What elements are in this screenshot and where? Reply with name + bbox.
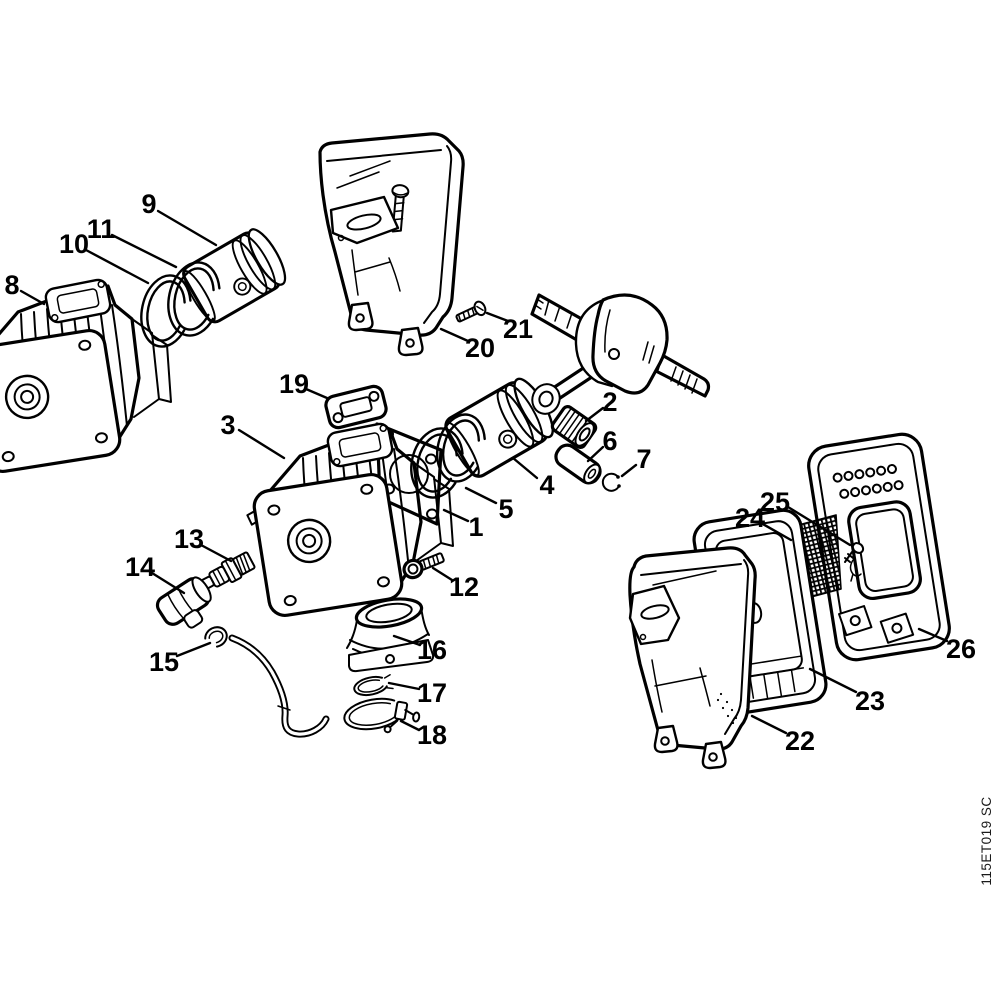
leader-line-26 [917,627,949,643]
leader-line-8 [19,289,46,306]
leader-line-7 [620,463,638,478]
callout-11: 11 [87,214,116,244]
leader-line-2 [584,406,605,423]
leader-line-20 [439,327,470,343]
callout-18: 18 [417,720,447,750]
leader-line-21 [485,311,510,323]
callout-12: 12 [449,572,479,602]
part-clamp-17 [353,674,394,697]
part-circlip-7 [601,472,621,492]
leader-line-5 [464,486,498,505]
callout-15: 15 [149,647,179,677]
part-screw-21 [455,300,487,323]
leader-line-11 [110,233,178,269]
leader-line-18 [399,719,421,732]
callout-13: 13 [174,524,204,554]
leader-line-19 [304,387,329,400]
part-hose-clamp-18 [343,697,421,734]
callout-6: 6 [602,426,617,456]
leader-line-14 [150,571,186,595]
callout-21: 21 [503,314,533,344]
callout-1: 1 [468,512,483,542]
part-piston-9 [176,223,294,328]
leader-line-17 [387,681,421,691]
callout-3: 3 [220,410,235,440]
callout-5: 5 [498,494,513,524]
part-crankshaft-assembly [530,293,711,415]
leader-line-23 [808,667,858,694]
part-screw-25 [844,542,865,582]
part-clip-15 [204,626,228,648]
part-rings-5 [410,413,486,499]
callout-26: 26 [946,634,976,664]
part-ring-10 [140,274,192,348]
part-bearing-2 [550,404,598,450]
callout-25: 25 [760,487,790,517]
callout-8: 8 [4,270,19,300]
callout-24: 24 [735,503,765,533]
leader-line-3 [237,428,286,460]
plug-wire [228,634,330,738]
part-air-cover-22 [628,546,757,770]
leader-line-13 [199,543,233,563]
callout-9: 9 [141,189,156,219]
callout-17: 17 [417,678,447,708]
part-backplate-26 [807,432,951,662]
part-wrist-pin-6 [554,443,602,485]
leader-line-24 [759,521,793,542]
callout-7: 7 [636,444,651,474]
callout-19: 19 [279,369,309,399]
leader-line-6 [586,445,605,463]
part-plug-cap-14 [155,576,212,629]
callout-16: 16 [417,635,447,665]
part-bolt-12 [402,552,445,580]
leader-line-16 [392,634,422,647]
part-cylinder-8 [0,276,173,477]
callout-23: 23 [855,686,885,716]
callout-20: 20 [465,333,495,363]
callout-4: 4 [539,470,554,500]
callout-22: 22 [785,726,815,756]
callout-2: 2 [602,387,617,417]
part-intake-manifold-16 [346,597,435,673]
leader-line-15 [175,641,212,658]
callout-10: 10 [59,229,89,259]
part-ring-11 [167,261,221,337]
part-gasket-19 [324,384,388,430]
leader-line-4 [511,456,539,480]
leader-line-10 [84,248,150,285]
leader-line-22 [750,714,788,735]
part-muffler [318,132,465,357]
callout-14: 14 [125,552,155,582]
leader-line-25 [786,505,852,547]
leader-line-12 [431,566,454,582]
leader-line-9 [156,209,218,247]
watermark: 115ET019 SC [979,796,994,885]
leader-line-1 [442,508,470,523]
